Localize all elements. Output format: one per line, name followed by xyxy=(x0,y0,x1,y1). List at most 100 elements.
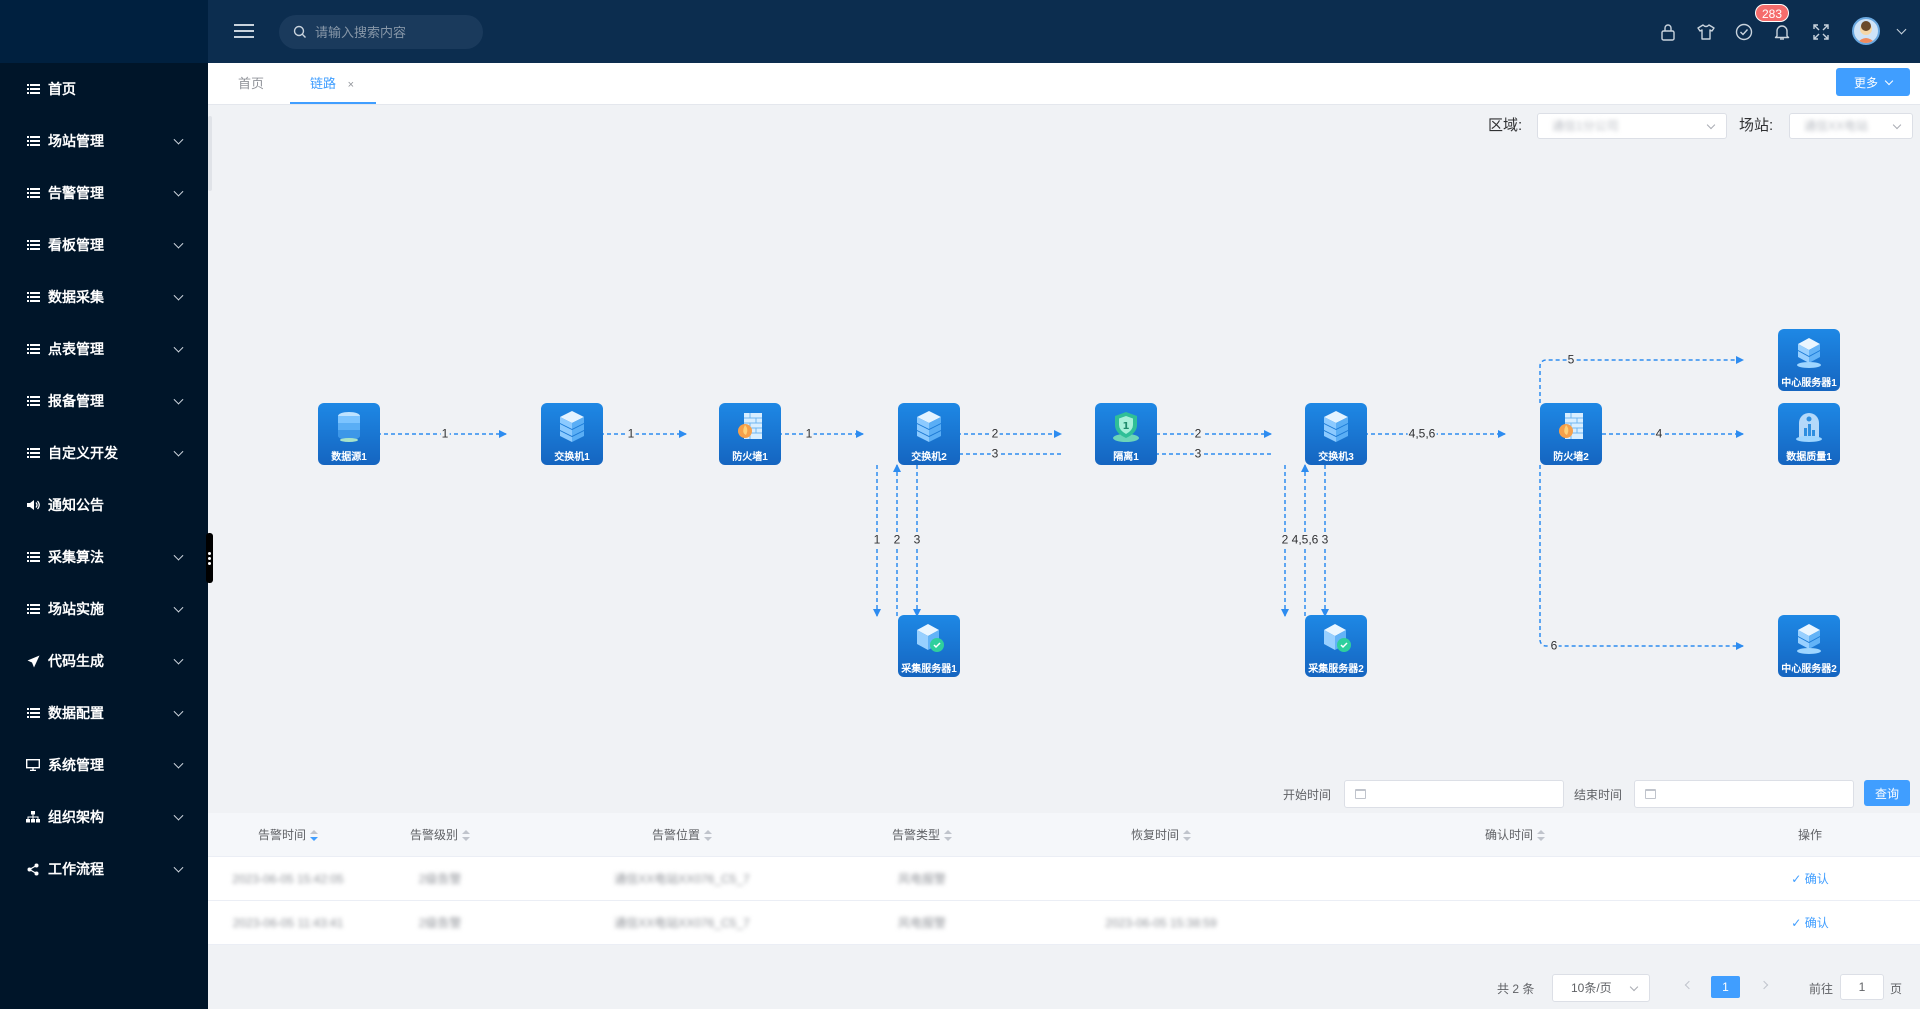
topology-node-sw2[interactable]: 交换机2 xyxy=(898,403,960,465)
col-header-alarm-location[interactable]: 告警位置 xyxy=(652,813,713,857)
topology-node-acq1[interactable]: 采集服务器1 xyxy=(898,615,960,677)
edge-label: 1 xyxy=(626,426,636,441)
check-icon: ✓ xyxy=(1791,872,1805,886)
list-icon xyxy=(26,238,40,252)
topology-node-cs2[interactable]: 中心服务器2 xyxy=(1778,615,1840,677)
col-header-alarm-type[interactable]: 告警类型 xyxy=(892,813,953,857)
chevron-down-icon xyxy=(173,134,184,145)
sidebar-item-2[interactable]: 告警管理 xyxy=(0,167,208,219)
topology-node-sw1[interactable]: 交换机1 xyxy=(541,403,603,465)
user-menu-chevron-icon[interactable] xyxy=(1896,24,1907,35)
start-time-input[interactable] xyxy=(1344,780,1564,808)
query-button[interactable]: 查询 xyxy=(1864,780,1910,806)
sort-icon[interactable] xyxy=(462,829,471,842)
edge-label: 3 xyxy=(1320,532,1330,547)
tab-link[interactable]: 链路 × xyxy=(290,63,376,104)
sidebar-item-label: 场站实施 xyxy=(48,601,104,617)
acq-icon xyxy=(1320,621,1352,655)
table-cell: 风电报警 xyxy=(897,872,947,886)
table-cell: 2023-06-05 15:38:59 xyxy=(1105,916,1217,930)
start-time-label: 开始时间 xyxy=(1283,788,1332,802)
chevron-down-icon xyxy=(173,602,184,613)
bell-icon[interactable] xyxy=(1772,22,1792,42)
edge-label: 1 xyxy=(872,532,882,547)
sidebar-item-8[interactable]: 通知公告 xyxy=(0,479,208,531)
sidebar-item-9[interactable]: 采集算法 xyxy=(0,531,208,583)
sidebar-item-6[interactable]: 报备管理 xyxy=(0,375,208,427)
page-number-1[interactable]: 1 xyxy=(1711,976,1740,998)
node-label: 中心服务器1 xyxy=(1781,378,1837,389)
shirt-icon[interactable] xyxy=(1696,22,1716,42)
sort-icon[interactable] xyxy=(944,829,953,842)
sort-icon[interactable] xyxy=(310,829,319,842)
sidebar-item-14[interactable]: 组织架构 xyxy=(0,791,208,843)
scrollbar-thumb[interactable] xyxy=(208,116,212,191)
sidebar-item-11[interactable]: 代码生成 xyxy=(0,635,208,687)
sidebar-item-7[interactable]: 自定义开发 xyxy=(0,427,208,479)
check-icon: ✓ xyxy=(1791,916,1805,930)
sidebar-item-0[interactable]: 首页 xyxy=(0,63,208,115)
check-circle-icon[interactable] xyxy=(1734,22,1754,42)
list-icon xyxy=(26,82,40,96)
topology-node-acq2[interactable]: 采集服务器2 xyxy=(1305,615,1367,677)
topology-node-ds1[interactable]: 数据源1 xyxy=(318,403,380,465)
page-size-select[interactable]: 10条/页 xyxy=(1552,974,1650,1002)
search-input[interactable] xyxy=(315,24,475,40)
sidebar-item-13[interactable]: 系统管理 xyxy=(0,739,208,791)
search-box[interactable] xyxy=(279,15,483,49)
node-label: 交换机1 xyxy=(554,452,590,463)
next-page-icon[interactable] xyxy=(1759,980,1769,990)
edge-label: 1 xyxy=(804,426,814,441)
fullscreen-icon[interactable] xyxy=(1811,22,1831,42)
table-cell: 2级告警 xyxy=(418,916,462,930)
col-header-confirm-time[interactable]: 确认时间 xyxy=(1485,813,1546,857)
region-label: 区域: xyxy=(1488,117,1523,134)
sidebar-item-label: 采集算法 xyxy=(48,549,104,565)
lock-icon[interactable] xyxy=(1658,22,1678,42)
sort-icon[interactable] xyxy=(1537,829,1546,842)
sidebar-item-3[interactable]: 看板管理 xyxy=(0,219,208,271)
sidebar-collapse-handle[interactable] xyxy=(206,533,213,583)
edge-label: 3 xyxy=(990,446,1000,461)
goto-page-input[interactable]: 1 xyxy=(1840,974,1884,1000)
sidebar-item-12[interactable]: 数据配置 xyxy=(0,687,208,739)
list-icon xyxy=(26,550,40,564)
sidebar-item-15[interactable]: 工作流程 xyxy=(0,843,208,895)
edge-label: 4,5,6 xyxy=(1290,532,1320,547)
table-cell: 通信XX电站XX076_C5_7 xyxy=(614,872,750,886)
confirm-button[interactable]: ✓ 确认 xyxy=(1791,916,1829,930)
more-button[interactable]: 更多 xyxy=(1836,68,1910,96)
node-label: 防火墙2 xyxy=(1553,452,1589,463)
topology-node-dq1[interactable]: 数据质量1 xyxy=(1778,403,1840,465)
confirm-button[interactable]: ✓ 确认 xyxy=(1791,872,1829,886)
user-avatar[interactable] xyxy=(1852,17,1880,45)
send-icon xyxy=(26,654,40,668)
station-select[interactable]: 通信XX电站 xyxy=(1789,113,1913,139)
tab-close-icon[interactable]: × xyxy=(347,79,355,91)
sidebar-brand xyxy=(0,0,208,63)
col-header-alarm-level[interactable]: 告警级别 xyxy=(410,813,471,857)
svg-text:1: 1 xyxy=(1123,421,1130,432)
topology-node-fw1[interactable]: 防火墙1 xyxy=(719,403,781,465)
end-time-input[interactable] xyxy=(1634,780,1854,808)
server-icon xyxy=(1793,335,1825,369)
chevron-down-icon xyxy=(173,446,184,457)
region-select[interactable]: 通信1分公司 xyxy=(1537,113,1727,139)
topology-node-fw2[interactable]: 防火墙2 xyxy=(1540,403,1602,465)
hamburger-menu-icon[interactable] xyxy=(234,23,254,39)
prev-page-icon[interactable] xyxy=(1684,980,1694,990)
sidebar-item-4[interactable]: 数据采集 xyxy=(0,271,208,323)
col-header-alarm-time[interactable]: 告警时间 xyxy=(258,813,319,857)
col-header-recovery-time[interactable]: 恢复时间 xyxy=(1131,813,1192,857)
sidebar-item-10[interactable]: 场站实施 xyxy=(0,583,208,635)
topology-node-sw3[interactable]: 交换机3 xyxy=(1305,403,1367,465)
tab-home[interactable]: 首页 xyxy=(238,76,265,91)
sort-icon[interactable] xyxy=(1183,829,1192,842)
sort-icon[interactable] xyxy=(704,829,713,842)
sidebar-item-5[interactable]: 点表管理 xyxy=(0,323,208,375)
topology-node-cs1[interactable]: 中心服务器1 xyxy=(1778,329,1840,391)
sidebar-item-1[interactable]: 场站管理 xyxy=(0,115,208,167)
edge-label: 3 xyxy=(1193,446,1203,461)
